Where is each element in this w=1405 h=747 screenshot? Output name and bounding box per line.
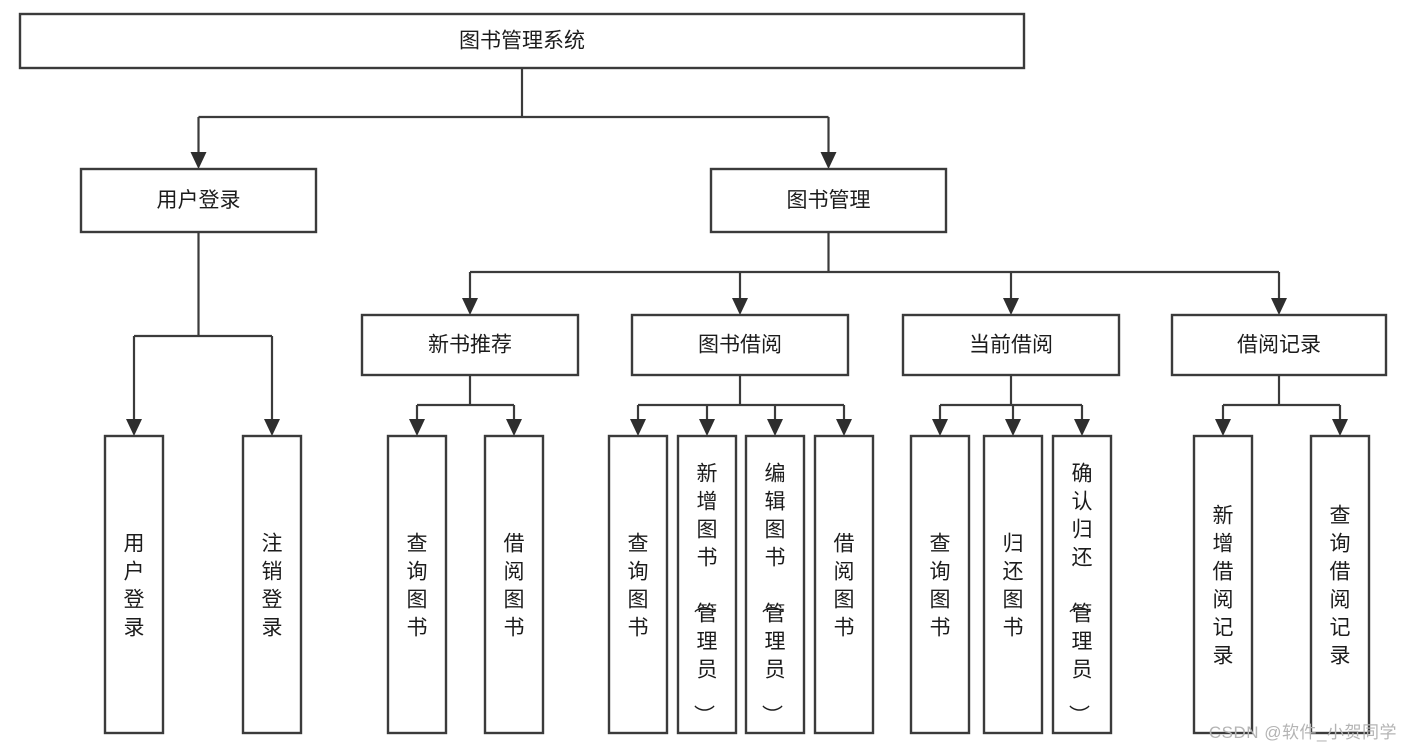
arrow-head-new-book-rec [462, 298, 478, 315]
node-label-leaf-query-book-3: 查询图书 [930, 532, 951, 639]
arrow-head-current-borrow [1003, 298, 1019, 315]
node-label-book-borrow: 图书借阅 [698, 334, 782, 357]
arrow-head-leaf-user-logout [264, 419, 280, 436]
arrow-head-leaf-confirm-return [1074, 419, 1090, 436]
node-new-book-rec[interactable]: 新书推荐 [360, 313, 580, 377]
node-box-leaf-confirm-return[interactable] [1051, 434, 1113, 735]
node-box-new-book-rec[interactable] [360, 313, 580, 377]
node-box-current-borrow[interactable] [901, 313, 1121, 377]
node-label-current-borrow: 当前借阅 [969, 334, 1053, 357]
node-label-borrow-record: 借阅记录 [1237, 334, 1321, 357]
node-root[interactable]: 图书管理系统 [18, 12, 1026, 70]
node-box-leaf-query-book-3[interactable] [909, 434, 971, 735]
node-box-book-manage[interactable] [709, 167, 948, 234]
node-leaf-confirm-return[interactable]: 确认归还（管理员） [1051, 434, 1113, 735]
arrow-head-borrow-record [1271, 298, 1287, 315]
node-user-login[interactable]: 用户登录 [79, 167, 318, 234]
connector-group-borrow-record [1215, 375, 1348, 436]
node-label-leaf-confirm-return: 确认归还（管理员） [1067, 462, 1093, 725]
connector-group-root [190, 68, 837, 169]
node-leaf-query-book-2[interactable]: 查询图书 [607, 434, 669, 735]
arrow-head-leaf-query-record [1332, 419, 1348, 436]
node-box-leaf-user-login[interactable] [103, 434, 165, 735]
node-box-leaf-query-record[interactable] [1309, 434, 1371, 735]
arrow-head-user-login [190, 152, 207, 169]
node-leaf-return-book[interactable]: 归还图书 [982, 434, 1044, 735]
node-leaf-borrow-book-1[interactable]: 借阅图书 [483, 434, 545, 735]
node-label-leaf-add-record: 新增借阅记录 [1213, 504, 1234, 667]
node-label-leaf-user-login: 用户登录 [124, 532, 145, 639]
arrow-head-leaf-edit-book [767, 419, 783, 436]
arrow-head-leaf-query-book-1 [409, 419, 425, 436]
node-layer: 图书管理系统用户登录图书管理新书推荐图书借阅当前借阅借阅记录用户登录注销登录查询… [18, 12, 1388, 735]
node-box-book-borrow[interactable] [630, 313, 850, 377]
node-box-borrow-record[interactable] [1170, 313, 1388, 377]
node-label-leaf-edit-book: 编辑图书（管理员） [760, 462, 786, 725]
node-label-leaf-query-book-2: 查询图书 [628, 532, 649, 639]
node-box-leaf-user-logout[interactable] [241, 434, 303, 735]
node-leaf-user-login[interactable]: 用户登录 [103, 434, 165, 735]
node-box-leaf-query-book-2[interactable] [607, 434, 669, 735]
arrow-head-leaf-query-book-3 [932, 419, 948, 436]
node-label-leaf-add-book: 新增图书（管理员） [692, 462, 718, 725]
node-book-borrow[interactable]: 图书借阅 [630, 313, 850, 377]
node-label-root: 图书管理系统 [459, 30, 585, 53]
connector-group-current-borrow [932, 375, 1090, 436]
node-box-leaf-query-book-1[interactable] [386, 434, 448, 735]
node-label-leaf-query-record: 查询借阅记录 [1330, 504, 1351, 667]
arrow-head-leaf-query-book-2 [630, 419, 646, 436]
connector-group-user-login [126, 232, 280, 436]
node-leaf-query-record[interactable]: 查询借阅记录 [1309, 434, 1371, 735]
connector-group-book-manage [462, 232, 1287, 315]
arrow-head-leaf-user-login [126, 419, 142, 436]
connector-group-new-book-rec [409, 375, 522, 436]
arrow-head-book-manage [820, 152, 837, 169]
node-label-book-manage: 图书管理 [787, 189, 871, 212]
node-leaf-query-book-3[interactable]: 查询图书 [909, 434, 971, 735]
node-label-leaf-user-logout: 注销登录 [262, 532, 283, 639]
connector-group-book-borrow [630, 375, 852, 436]
node-box-root[interactable] [18, 12, 1026, 70]
arrow-head-leaf-add-record [1215, 419, 1231, 436]
node-box-leaf-borrow-book-2[interactable] [813, 434, 875, 735]
node-label-leaf-query-book-1: 查询图书 [407, 532, 428, 639]
node-label-user-login: 用户登录 [157, 189, 241, 212]
node-leaf-edit-book[interactable]: 编辑图书（管理员） [744, 434, 806, 735]
node-leaf-add-book[interactable]: 新增图书（管理员） [676, 434, 738, 735]
node-current-borrow[interactable]: 当前借阅 [901, 313, 1121, 377]
arrow-head-leaf-return-book [1005, 419, 1021, 436]
node-borrow-record[interactable]: 借阅记录 [1170, 313, 1388, 377]
node-leaf-borrow-book-2[interactable]: 借阅图书 [813, 434, 875, 735]
node-box-leaf-add-book[interactable] [676, 434, 738, 735]
node-box-leaf-edit-book[interactable] [744, 434, 806, 735]
node-box-leaf-borrow-book-1[interactable] [483, 434, 545, 735]
node-box-leaf-return-book[interactable] [982, 434, 1044, 735]
node-box-leaf-add-record[interactable] [1192, 434, 1254, 735]
arrow-head-book-borrow [732, 298, 748, 315]
node-label-leaf-borrow-book-2: 借阅图书 [834, 532, 855, 639]
node-label-leaf-return-book: 归还图书 [1003, 532, 1024, 639]
arrow-head-leaf-add-book [699, 419, 715, 436]
csdn-watermark: CSDN @软件_小贺同学 [1208, 723, 1397, 742]
node-book-manage[interactable]: 图书管理 [709, 167, 948, 234]
node-leaf-add-record[interactable]: 新增借阅记录 [1192, 434, 1254, 735]
node-label-leaf-borrow-book-1: 借阅图书 [504, 532, 525, 639]
node-leaf-user-logout[interactable]: 注销登录 [241, 434, 303, 735]
node-leaf-query-book-1[interactable]: 查询图书 [386, 434, 448, 735]
arrow-head-leaf-borrow-book-1 [506, 419, 522, 436]
node-box-user-login[interactable] [79, 167, 318, 234]
connector-layer [126, 68, 1348, 436]
arrow-head-leaf-borrow-book-2 [836, 419, 852, 436]
node-label-new-book-rec: 新书推荐 [428, 334, 512, 357]
